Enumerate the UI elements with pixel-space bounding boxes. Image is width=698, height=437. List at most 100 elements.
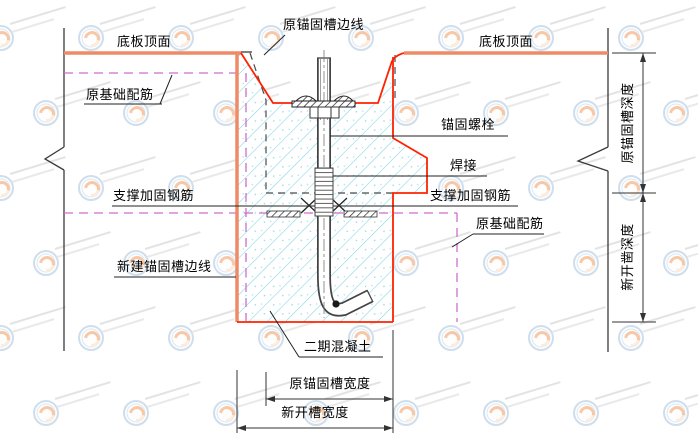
watermark-logo <box>33 381 111 426</box>
original-foundation-rebar-lines <box>64 72 458 322</box>
watermark-ring-icon <box>258 325 284 351</box>
watermark-logo <box>618 156 696 201</box>
watermark-logo <box>483 381 561 426</box>
watermark-logo <box>618 306 696 351</box>
watermark-logo <box>33 81 111 126</box>
dim-label-original-groove-width: 原锚固槽宽度 <box>289 377 371 392</box>
watermark-ring-icon <box>393 100 419 126</box>
slab-top-surface-line <box>64 51 608 322</box>
label-support-reinforcement-left: 支撑加固钢筋 <box>113 189 195 204</box>
leader-original-rebar-right <box>451 233 544 248</box>
watermark-logo <box>78 156 156 201</box>
watermark-logo <box>663 231 698 276</box>
watermark-logo <box>303 381 381 426</box>
watermark-ring-icon <box>483 250 509 276</box>
watermark-logo <box>168 156 246 201</box>
dim-label-new-groove-width: 新开槽宽度 <box>281 406 349 421</box>
label-original-groove-edge-line: 原锚固槽边线 <box>283 18 365 33</box>
watermark-logo <box>528 6 606 51</box>
watermark-ring-icon <box>438 325 464 351</box>
watermark-logo <box>528 156 606 201</box>
watermark-ring-icon <box>78 325 104 351</box>
watermark-ring-icon <box>618 175 644 201</box>
watermark-logo <box>123 381 201 426</box>
label-second-stage-concrete: 二期混凝土 <box>304 340 372 355</box>
weld-fillet-left <box>294 95 318 102</box>
leader-original-rebar-left <box>84 74 173 105</box>
watermark-ring-icon <box>123 250 149 276</box>
watermark-logo <box>348 306 426 351</box>
watermark-ring-icon <box>438 25 464 51</box>
watermark-logo <box>123 231 201 276</box>
label-anchor-bolt: 锚固螺栓 <box>441 118 496 133</box>
watermark-logo <box>483 231 561 276</box>
watermark-ring-icon <box>573 250 599 276</box>
watermark-ring-icon <box>168 175 194 201</box>
watermark-ring-icon <box>258 25 284 51</box>
watermark-ring-icon <box>348 25 374 51</box>
watermark-logo <box>438 306 516 351</box>
watermark-ring-icon <box>528 25 554 51</box>
weld-fillet-right <box>332 95 355 102</box>
watermark-ring-icon <box>528 175 554 201</box>
label-weld: 焊接 <box>450 159 478 174</box>
watermark-logo <box>258 306 336 351</box>
dim-label-new-excavation-depth: 新开凿深度 <box>621 223 636 291</box>
dimension-lines <box>236 52 656 433</box>
watermark-ring-icon <box>573 100 599 126</box>
watermark-ring-icon <box>303 400 329 426</box>
watermark-ring-icon <box>483 400 509 426</box>
rebar-section-dot <box>332 300 340 308</box>
leader-original-groove-edge <box>263 34 286 56</box>
watermark-ring-icon <box>618 325 644 351</box>
leader-lines <box>84 34 544 358</box>
support-x-braces <box>300 197 348 214</box>
watermark-logo <box>663 381 698 426</box>
watermark-logo <box>663 81 698 126</box>
watermark-logo <box>258 6 336 51</box>
watermark-ring-icon <box>78 175 104 201</box>
label-original-foundation-rebar-left: 原基础配筋 <box>86 88 154 103</box>
anchor-plate <box>291 95 356 108</box>
watermark-logo <box>528 306 606 351</box>
watermark-logo <box>573 381 651 426</box>
watermark-ring-icon <box>393 400 419 426</box>
watermark-logo <box>33 231 111 276</box>
watermark-logo <box>78 6 156 51</box>
watermark-ring-icon <box>168 25 194 51</box>
watermark-logo <box>0 6 66 51</box>
watermark-logo <box>438 6 516 51</box>
leader-second-stage-concrete <box>269 310 383 358</box>
watermark-logo <box>348 6 426 51</box>
watermark-ring-icon <box>573 400 599 426</box>
watermark-logo <box>168 6 246 51</box>
watermark-logo <box>78 306 156 351</box>
watermark-ring-icon <box>123 400 149 426</box>
watermark-ring-icon <box>78 25 104 51</box>
watermark-logo <box>0 306 66 351</box>
watermark-ring-icon <box>663 400 689 426</box>
watermark-ring-icon <box>348 325 374 351</box>
break-line-left <box>43 28 65 351</box>
anchor-nut <box>309 106 340 119</box>
watermark-logo <box>393 381 471 426</box>
watermark-ring-icon <box>663 250 689 276</box>
watermark-logo <box>573 81 651 126</box>
watermark-ring-icon <box>663 100 689 126</box>
watermark-ring-icon <box>618 25 644 51</box>
dim-label-original-groove-depth: 原锚固槽深度 <box>621 82 636 164</box>
watermark-logo <box>168 306 246 351</box>
watermark-ring-icon <box>33 400 59 426</box>
weld-sleeve <box>314 167 334 217</box>
watermark-ring-icon <box>33 100 59 126</box>
watermark-logo <box>573 231 651 276</box>
watermark-logo <box>213 381 291 426</box>
label-support-reinforcement-right: 支撑加固钢筋 <box>430 189 512 204</box>
watermark-logo <box>393 231 471 276</box>
watermark-ring-icon <box>33 250 59 276</box>
watermark-logo <box>393 81 471 126</box>
label-original-foundation-rebar-right: 原基础配筋 <box>476 217 544 232</box>
bolt-hook-end-cap <box>366 289 374 303</box>
watermark-ring-icon <box>483 100 509 126</box>
